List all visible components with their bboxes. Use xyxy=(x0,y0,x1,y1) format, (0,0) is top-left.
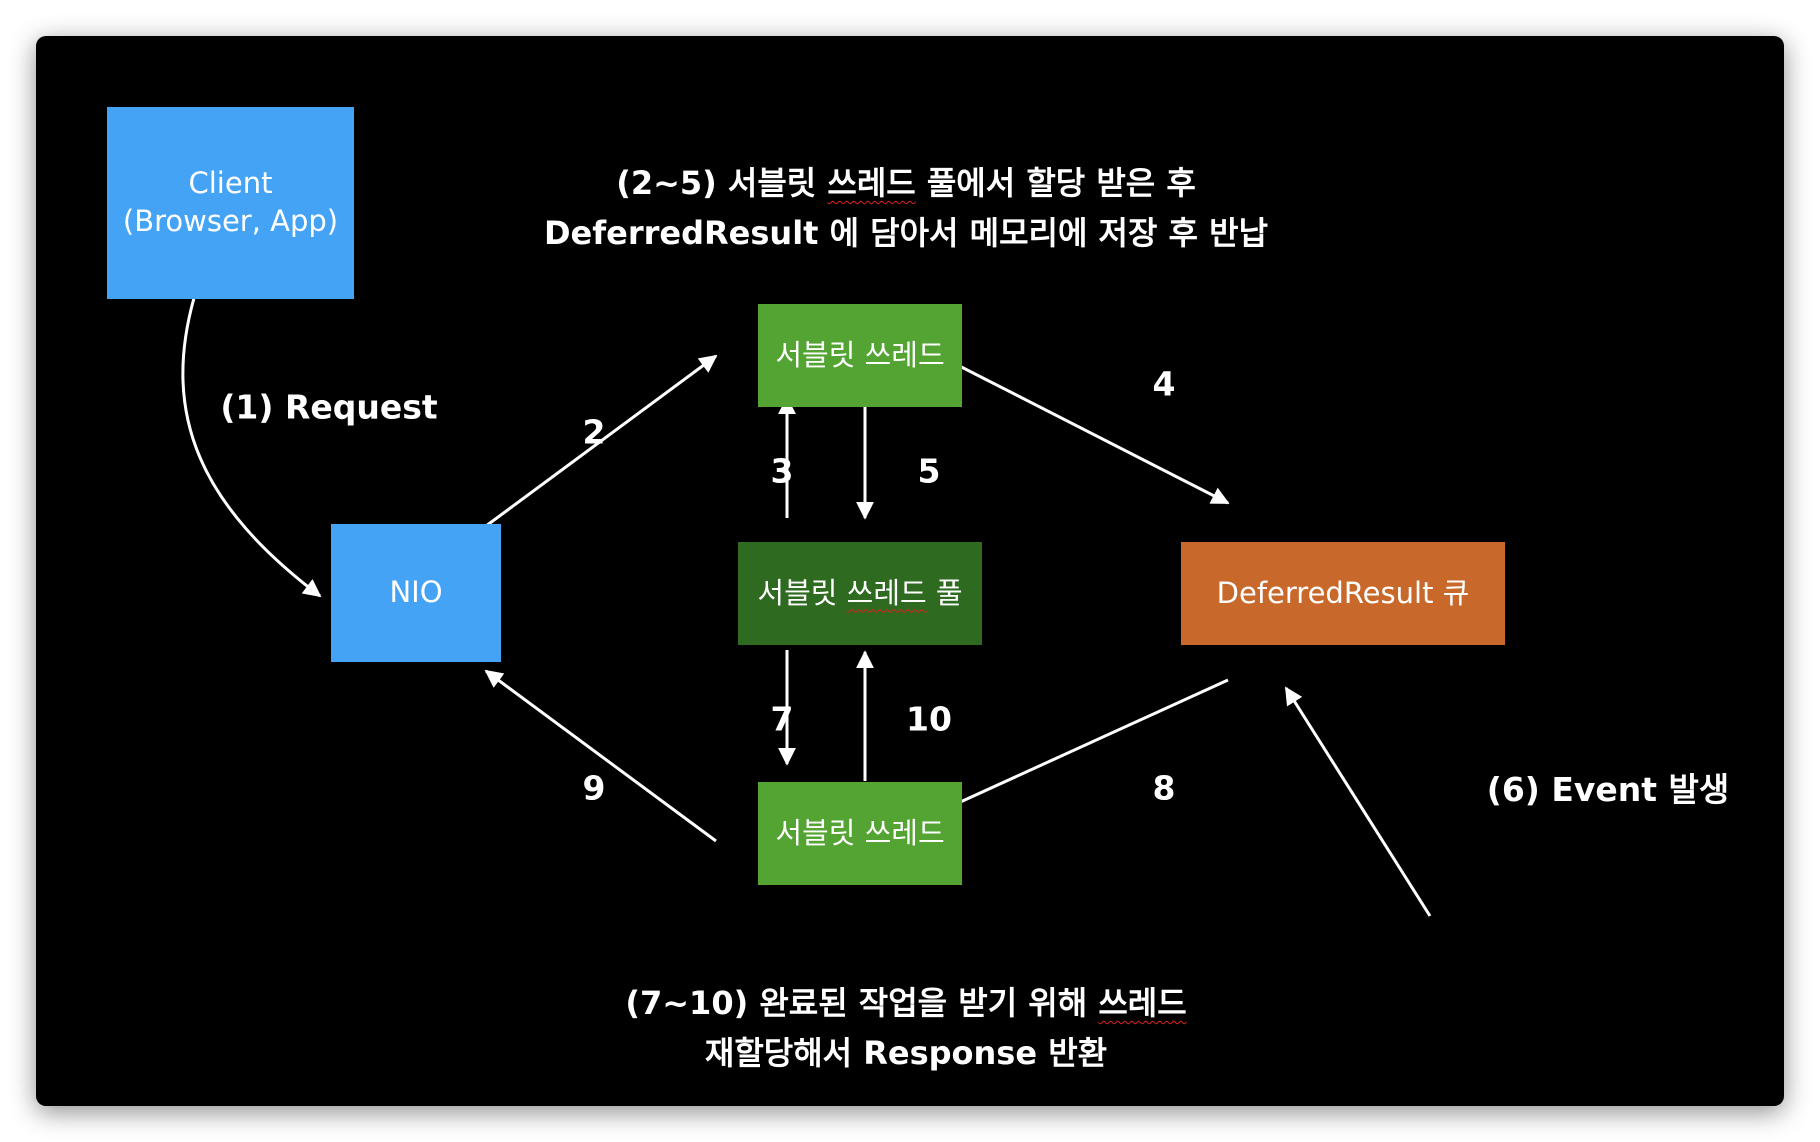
servlet-thread-pool-node: 서블릿 쓰레드 풀 xyxy=(738,542,982,645)
edge-event-arrow xyxy=(1284,686,1432,917)
diagram-canvas: Client (Browser, App) NIO 서블릿 쓰레드 서블릿 쓰레… xyxy=(36,36,1784,1106)
edge-label-3: 3 xyxy=(770,451,794,491)
pool-label-part-a: 서블릿 xyxy=(757,575,847,610)
top-note-line2: DeferredResult 에 담아서 메모리에 저장 후 반납 xyxy=(543,214,1269,252)
edge-9-arrow xyxy=(484,669,717,843)
edge-label-7: 7 xyxy=(770,699,794,739)
servlet-thread-top-node: 서블릿 쓰레드 xyxy=(758,304,962,407)
edge-request-arrow xyxy=(181,297,322,598)
client-node: Client (Browser, App) xyxy=(107,107,354,299)
top-note: (2~5) 서블릿 쓰레드 풀에서 할당 받은 후 DeferredResult… xyxy=(456,158,1356,258)
edge-8-arrow xyxy=(932,678,1229,816)
deferred-result-queue-label: DeferredResult 큐 xyxy=(1216,575,1470,610)
edge-label-5: 5 xyxy=(917,451,941,491)
edge-label-10: 10 xyxy=(906,699,952,739)
bottom-note-line1: (7~10) 완료된 작업을 받기 위해 쓰레드 xyxy=(456,978,1356,1028)
nio-node: NIO xyxy=(331,524,501,662)
bottom-note: (7~10) 완료된 작업을 받기 위해 쓰레드 재할당해서 Response … xyxy=(456,978,1356,1078)
servlet-thread-pool-label: 서블릿 쓰레드 풀 xyxy=(757,575,962,613)
edge-label-event: (6) Event 발생 xyxy=(1486,770,1730,809)
pool-label-part-b: 쓰레드 xyxy=(846,575,927,610)
edge-label-9: 9 xyxy=(582,768,606,808)
deferred-result-queue-node: DeferredResult 큐 xyxy=(1181,542,1505,645)
edge-label-request: (1) Request xyxy=(220,387,438,427)
arrow-layer xyxy=(181,297,1432,917)
client-label-line2: (Browser, App) xyxy=(122,204,339,238)
top-note-line1: (2~5) 서블릿 쓰레드 풀에서 할당 받은 후 xyxy=(456,158,1356,208)
bottom-note-line1-part-b: 쓰레드 xyxy=(1098,984,1187,1022)
nio-label: NIO xyxy=(389,575,443,610)
edge-label-2: 2 xyxy=(582,412,606,452)
top-note-line1-part-b: 쓰레드 xyxy=(827,164,916,202)
servlet-thread-top-label: 서블릿 쓰레드 xyxy=(775,337,945,372)
edge-4-arrow xyxy=(931,350,1230,505)
edge-2-arrow xyxy=(485,354,718,528)
edge-label-8: 8 xyxy=(1152,768,1176,808)
bottom-note-line1-part-a: (7~10) 완료된 작업을 받기 위해 xyxy=(625,984,1099,1022)
top-note-line1-part-a: (2~5) 서블릿 xyxy=(616,164,828,202)
edge-label-4: 4 xyxy=(1152,364,1176,404)
top-note-line1-part-c: 풀에서 할당 받은 후 xyxy=(915,164,1196,202)
client-label-line1: Client xyxy=(188,166,273,201)
bottom-note-line2: 재할당해서 Response 반환 xyxy=(704,1034,1108,1072)
servlet-thread-bottom-label: 서블릿 쓰레드 xyxy=(775,815,945,850)
servlet-thread-bottom-node: 서블릿 쓰레드 xyxy=(758,782,962,885)
pool-label-part-c: 풀 xyxy=(926,575,963,610)
